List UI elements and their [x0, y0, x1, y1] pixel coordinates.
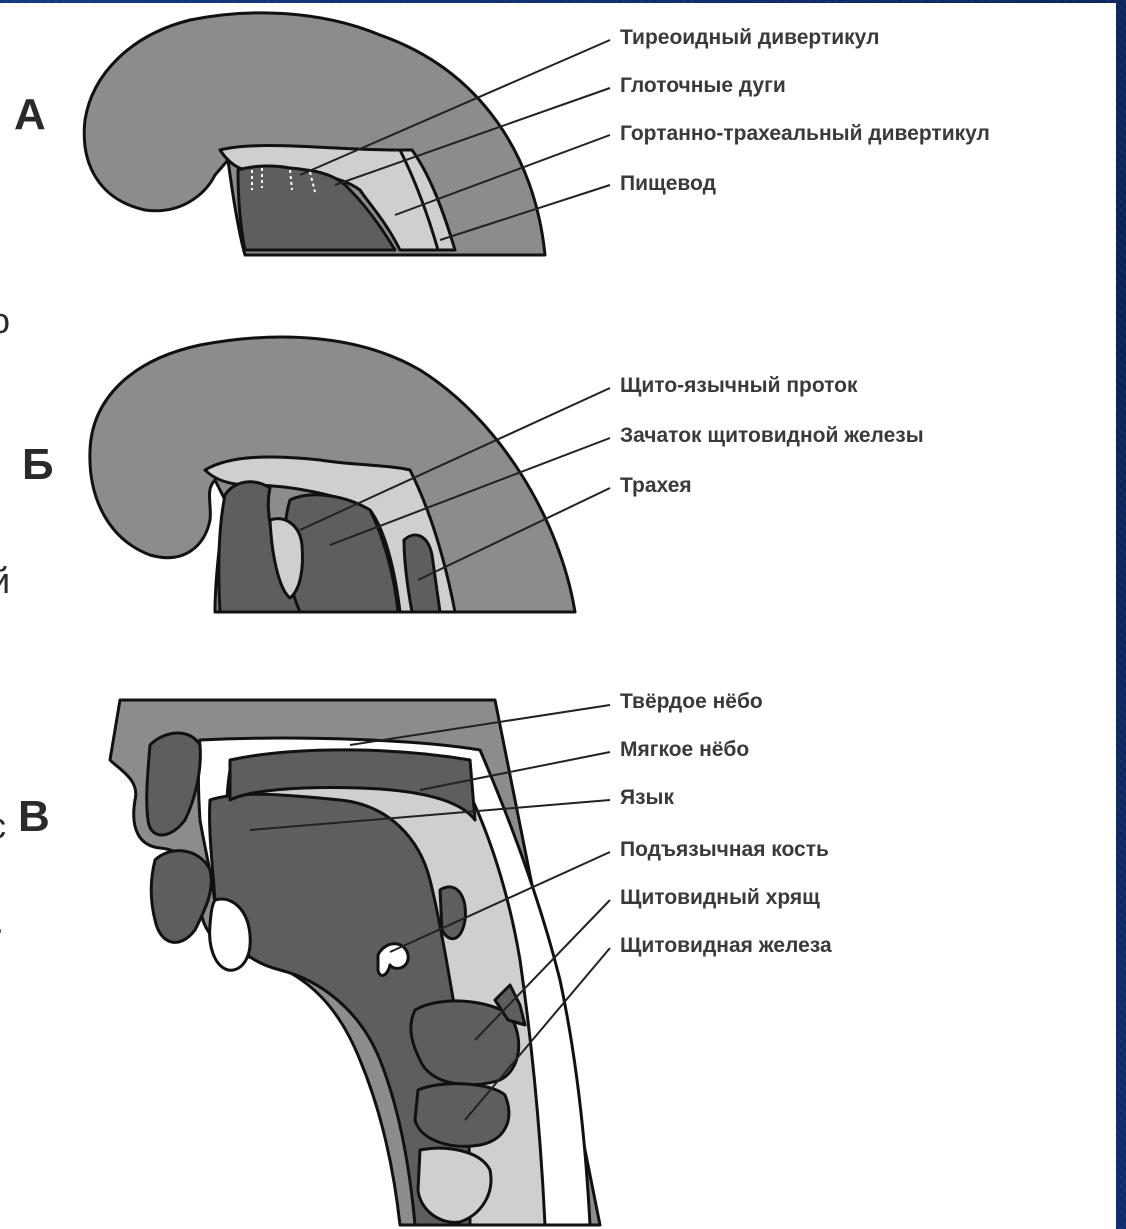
cut-text-2: й [0, 560, 10, 602]
panel-letter-a: А [14, 90, 46, 140]
cut-text-1: о [0, 300, 10, 342]
panel-b-drawing [90, 337, 575, 612]
label-thyroid-gland: Щитовидная железа [620, 934, 832, 958]
cut-text-4: . [0, 900, 4, 942]
panel-a-drawing [84, 13, 545, 255]
label-esophagus: Пищевод [620, 172, 716, 196]
label-thyroglossal-duct: Щито-язычный проток [620, 374, 857, 398]
label-laryngotracheal-diverticulum: Гортанно-трахеальный дивертикул [620, 122, 990, 146]
label-trachea: Трахея [620, 474, 692, 498]
label-thyroid-diverticulum: Тиреоидный дивертикул [620, 26, 879, 50]
panel-c-drawing [110, 700, 600, 1225]
label-tongue: Язык [620, 786, 674, 810]
label-pharyngeal-arches: Глоточные дуги [620, 74, 786, 98]
label-thyroid-primordium: Зачаток щитовидной железы [620, 424, 924, 448]
label-soft-palate: Мягкое нёбо [620, 738, 749, 762]
cut-text-3: с [0, 805, 6, 847]
panel-letter-b: Б [22, 440, 54, 490]
panel-letter-c: В [18, 792, 50, 842]
label-hard-palate: Твёрдое нёбо [620, 690, 763, 714]
label-thyroid-cartilage: Щитовидный хрящ [620, 886, 820, 910]
label-hyoid-bone: Подъязычная кость [620, 838, 829, 862]
